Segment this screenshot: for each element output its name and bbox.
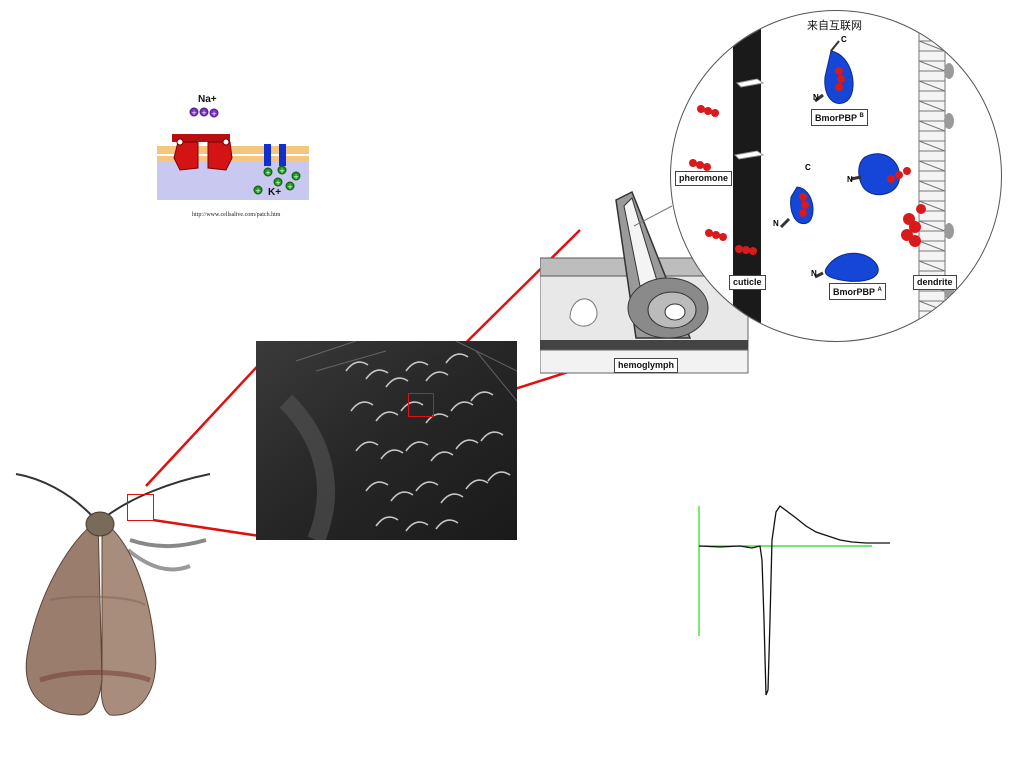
receptor-bound-pheromone (901, 204, 926, 247)
pbp-a-protein (814, 252, 879, 282)
connector-line-antenna-upper (145, 356, 267, 487)
pbp-b-superscript: B (859, 113, 864, 119)
source-url: http://www.cellsalive.com/patch.htm (192, 212, 281, 218)
svg-text:+: + (211, 110, 217, 118)
n-terminus-label-docking: N (847, 175, 853, 184)
potassium-channel-protein (264, 144, 286, 166)
pbp-b-protein (814, 40, 854, 104)
c-terminus-label-middle: C (805, 163, 811, 172)
pbp-b-label: BmorPBP B (811, 109, 868, 126)
svg-text:+: + (275, 179, 281, 187)
zoom-inset: 来自互联网 pheromone cuticle dendrite BmorPBP… (670, 10, 1002, 342)
svg-text:+: + (293, 173, 299, 181)
potassium-ions (253, 165, 301, 195)
source-note: 来自互联网 (807, 19, 862, 32)
svg-text:+: + (265, 169, 271, 177)
hemoglymph-label: hemoglymph (614, 358, 679, 373)
n-terminus-label-b: N (813, 93, 819, 102)
antenna-selection-box (127, 494, 154, 521)
ion-channel-illustration: +++ +++ +++ (157, 107, 309, 200)
ion-channel-diagram: +++ +++ +++ Na+ K+ http://www.cellsalive… (150, 88, 320, 228)
pheromone-label: pheromone (675, 171, 733, 186)
c-terminus-label-b: C (841, 35, 847, 44)
pheromone-molecules (689, 105, 757, 255)
svg-text:+: + (201, 109, 207, 117)
pbp-protein-docking (850, 153, 911, 196)
sodium-label: Na+ (198, 94, 217, 105)
action-potential-trace (698, 505, 890, 696)
moth-image (15, 473, 211, 716)
pbp-b-name: BmorPBP (815, 113, 858, 123)
pbp-a-name: BmorPBP (833, 287, 876, 297)
n-terminus-label-middle: N (773, 219, 779, 228)
pbp-a-label: BmorPBP A (829, 283, 886, 300)
potassium-label: K+ (268, 187, 282, 198)
cuticle-label: cuticle (729, 275, 766, 290)
sodium-channel-protein (172, 134, 233, 171)
n-terminus-label-a: N (811, 269, 817, 278)
trace-waveform (698, 505, 890, 696)
connector-line-antenna-lower (152, 518, 274, 540)
svg-text:+: + (287, 183, 293, 191)
sensillum-selection-box (408, 393, 434, 417)
svg-text:+: + (255, 187, 261, 195)
dendrite-label: dendrite (913, 275, 957, 290)
pbp-protein-middle (779, 186, 814, 229)
svg-text:+: + (279, 167, 285, 175)
sodium-ions (189, 107, 219, 118)
pbp-a-superscript: A (877, 287, 882, 293)
antenna-micrograph (256, 341, 517, 540)
svg-text:+: + (191, 109, 197, 117)
